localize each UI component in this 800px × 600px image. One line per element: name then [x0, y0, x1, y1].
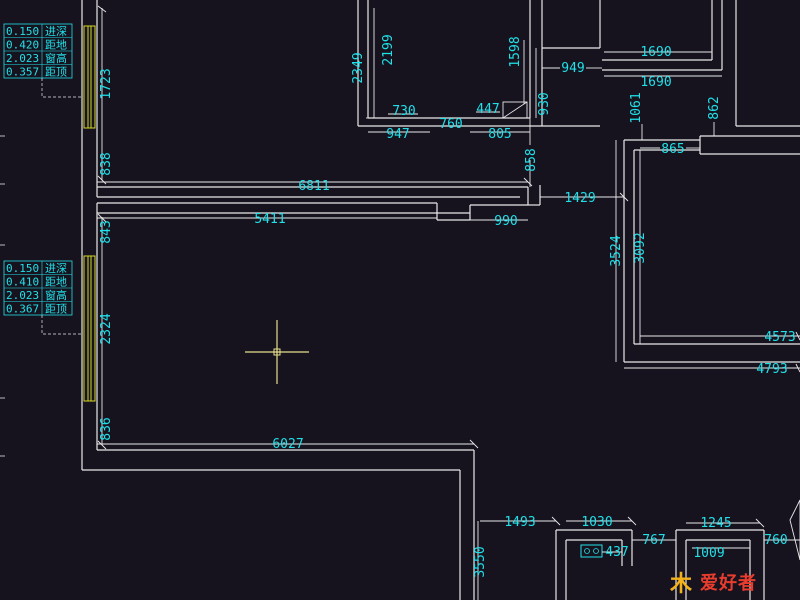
- dim-1493: 1493: [504, 515, 535, 530]
- window-lower: [83, 255, 96, 402]
- dim-862: 862: [707, 96, 722, 119]
- dim-949: 949: [561, 61, 584, 76]
- top-right-walls: [599, 0, 800, 127]
- dim-843: 843: [99, 220, 114, 243]
- dim-2324: 2324: [99, 313, 114, 344]
- left-edge-ticks: [0, 135, 5, 457]
- dim-947: 947: [386, 127, 409, 142]
- dim-1723: 1723: [99, 68, 114, 99]
- table2-label-1: 进深: [45, 262, 67, 275]
- table1-label-1: 进深: [45, 25, 67, 38]
- dim-767: 767: [642, 533, 665, 548]
- dim-1245: 1245: [700, 516, 731, 531]
- crosshair-cursor: [245, 320, 309, 384]
- dim-2349: 2349: [351, 52, 366, 83]
- dim-437: 437: [605, 545, 628, 560]
- dim-3550: 3550: [473, 546, 488, 577]
- left-exterior-wall: [81, 0, 98, 470]
- dim-1598: 1598: [508, 36, 523, 67]
- watermark-logo: 木 爱好者: [670, 566, 790, 597]
- dim-1061: 1061: [629, 92, 644, 123]
- dim-865: 865: [661, 142, 684, 157]
- dimension-ticks: [97, 5, 800, 528]
- corridor-walls: [97, 185, 541, 221]
- dimension-labels: 2349 2199 1598 1690 1690 949 730 447 947…: [99, 34, 796, 577]
- dim-930: 930: [537, 92, 552, 115]
- dim-858: 858: [524, 148, 539, 171]
- dim-805: 805: [488, 127, 511, 142]
- table1-value-4: 0.357: [6, 66, 39, 79]
- dim-1009: 1009: [693, 546, 724, 561]
- right-room-walls: [623, 135, 800, 363]
- dim-1429: 1429: [564, 191, 595, 206]
- logo-mark: 木: [670, 571, 693, 597]
- window-upper: [83, 25, 96, 129]
- window-spec-table-1: 0.150 进深 0.420 距地 2.023 窗高 0.357 距顶: [3, 23, 82, 98]
- logo-text: 爱好者: [700, 573, 757, 594]
- window-spec-table-2: 0.150 进深 0.410 距地 2.023 窗高 0.367 距顶: [3, 260, 82, 335]
- dim-2199: 2199: [381, 34, 396, 65]
- dim-6027: 6027: [272, 437, 303, 452]
- dimension-lines: [97, 8, 800, 600]
- table1-value-2: 0.420: [6, 39, 39, 52]
- dim-836: 836: [99, 417, 114, 440]
- table1-value-3: 2.023: [6, 52, 39, 65]
- table2-label-3: 窗高: [45, 288, 67, 302]
- dim-838: 838: [99, 152, 114, 175]
- table1-label-3: 窗高: [45, 51, 67, 65]
- table2-label-4: 距顶: [45, 303, 67, 316]
- dim-5411: 5411: [254, 212, 285, 227]
- dim-760-bottom: 760: [764, 533, 787, 548]
- dim-1690-top: 1690: [640, 45, 671, 60]
- table2-value-4: 0.367: [6, 303, 39, 316]
- dim-3092: 3092: [633, 232, 648, 263]
- top-room-walls: [357, 0, 600, 127]
- dim-4793: 4793: [756, 362, 787, 377]
- dim-1690-bottom: 1690: [640, 75, 671, 90]
- table2-value-2: 0.410: [6, 276, 39, 289]
- dim-4573: 4573: [764, 330, 795, 345]
- dim-760-top: 760: [439, 117, 462, 132]
- dim-730: 730: [392, 104, 415, 119]
- table2-label-2: 距地: [45, 276, 67, 289]
- dim-447: 447: [476, 102, 499, 117]
- table1-label-4: 距顶: [45, 66, 67, 79]
- dim-990: 990: [494, 214, 517, 229]
- table2-value-1: 0.150: [6, 262, 39, 275]
- table1-label-2: 距地: [45, 39, 67, 52]
- dim-3524: 3524: [609, 235, 624, 266]
- bottom-room-walls: [82, 449, 800, 600]
- dim-1030: 1030: [581, 515, 612, 530]
- table2-value-3: 2.023: [6, 289, 39, 302]
- table1-value-1: 0.150: [6, 25, 39, 38]
- dim-6811: 6811: [298, 179, 329, 194]
